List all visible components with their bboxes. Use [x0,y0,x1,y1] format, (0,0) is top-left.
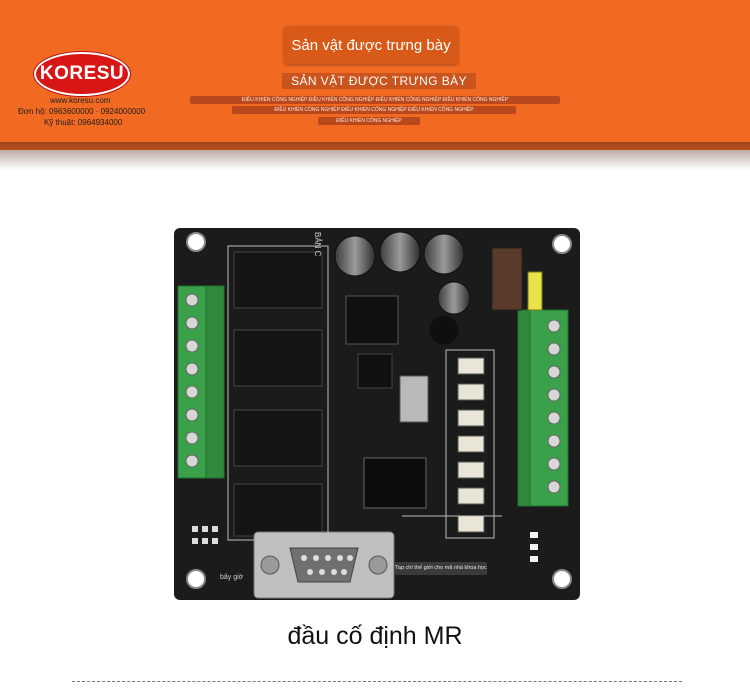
capacitor [429,315,459,345]
crystal [399,375,429,423]
ribbon-line-2: ĐIỀU KHIỂN CÔNG NGHIỆP ĐIỀU KHIỂN CÔNG N… [232,106,516,114]
logo-tech-line: Kỹ thuật: 0964934000 [44,118,123,127]
relay [233,251,323,309]
koresu-logo[interactable]: KORESU [34,52,130,96]
page-subtitle: SẢN VẬT ĐƯỢC TRƯNG BÀY [282,73,476,89]
mount-hole [186,232,206,252]
ribbon-line-1: ĐIỀU KHIỂN CÔNG NGHIỆP ĐIỀU KHIỂN CÔNG N… [190,96,560,104]
page-title: Sản vật được trưng bày [284,26,458,64]
mount-hole [186,569,206,589]
board-label-bay-gio: bây giờ [220,574,244,581]
db9-serial-port [253,531,395,599]
regulator-chip [345,295,399,345]
relay [233,409,323,467]
mount-hole [552,569,572,589]
divider [72,681,682,682]
left-terminal-block [177,285,225,479]
right-terminal-block [517,309,569,507]
driver-chip [357,353,393,389]
relay [233,329,323,387]
banner-shadow [0,142,750,170]
capacitor [379,231,421,273]
capacitor [334,235,376,277]
capacitor [423,233,465,275]
logo-url[interactable]: www.koresu.com [50,96,111,105]
board-tooltip: Tap chí thế giới cho mã nhà khoa học [395,562,487,575]
relay [233,483,323,537]
board-label-banc: BẢN C [313,232,322,257]
inductor [491,247,523,311]
mount-hole [552,234,572,254]
capacitor [437,281,471,315]
mcu-chip [363,457,427,509]
ribbon-line-3: ĐIỀU KHIỂN CÔNG NGHIỆP [318,117,420,125]
product-caption: đầu cố định MR [287,622,463,650]
plc-board-image [172,226,582,602]
logo-contact-line: Đơn hộ: 0963600000 · 0924000000 [18,107,146,116]
fuse [527,271,543,311]
